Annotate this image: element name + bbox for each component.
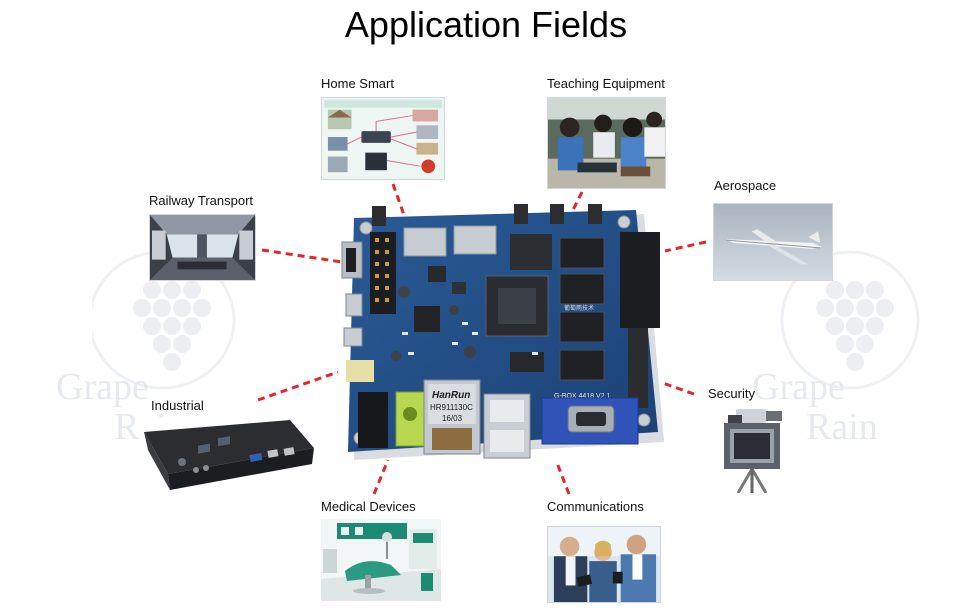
ethernet-part-text: HR911130C [430, 403, 473, 412]
watermark-text-line2: Rain [806, 406, 878, 448]
board-model-text: G-BOX 4418 V2.1 [554, 393, 611, 400]
ethernet-brand-text: HanRun [432, 390, 470, 401]
field-label-teaching-equipment: Teaching Equipment [547, 76, 665, 91]
connector-security [659, 380, 695, 396]
watermark-text-line1: Grape [56, 366, 149, 408]
watermark-right: Grape Rain [752, 250, 930, 450]
grape-logo-icon [780, 250, 920, 390]
field-label-railway-transport: Railway Transport [149, 193, 254, 208]
industrial-image [140, 418, 316, 492]
connector-aerospace [664, 240, 707, 253]
connector-industrial [257, 370, 339, 402]
watermark-left: Grape Rain [56, 250, 252, 450]
medical-devices-image [321, 519, 441, 601]
connector-teaching-equipment [568, 191, 584, 217]
watermark-text-line1: Grape [752, 366, 845, 408]
teaching-equipment-image [547, 97, 666, 189]
aerospace-image [713, 203, 833, 281]
field-label-home-smart: Home Smart [321, 76, 394, 91]
field-label-medical-devices: Medical Devices [321, 499, 416, 514]
connector-medical-devices [372, 459, 390, 495]
gbox-4418-board-image: 葡萄雨技术 G-BOX 4418 V2.1 HanRun HR911130C 1… [332, 202, 667, 464]
field-label-security: Security [708, 386, 755, 401]
field-label-aerospace: Aerospace [714, 178, 777, 193]
connector-home-smart [391, 183, 406, 216]
communications-image [547, 526, 661, 603]
field-label-communications: Communications [547, 499, 644, 514]
security-image [708, 405, 790, 493]
connector-communications [555, 462, 571, 495]
ethernet-date-text: 16/03 [442, 414, 463, 423]
field-label-industrial: Industrial [151, 398, 204, 413]
home-smart-image [321, 97, 445, 180]
connector-railway-transport [261, 248, 343, 264]
grape-logo-icon [92, 250, 236, 390]
page-title: Application Fields [344, 4, 628, 45]
board-silk-text: 葡萄雨技术 [564, 304, 594, 312]
railway-transport-image [149, 214, 256, 281]
